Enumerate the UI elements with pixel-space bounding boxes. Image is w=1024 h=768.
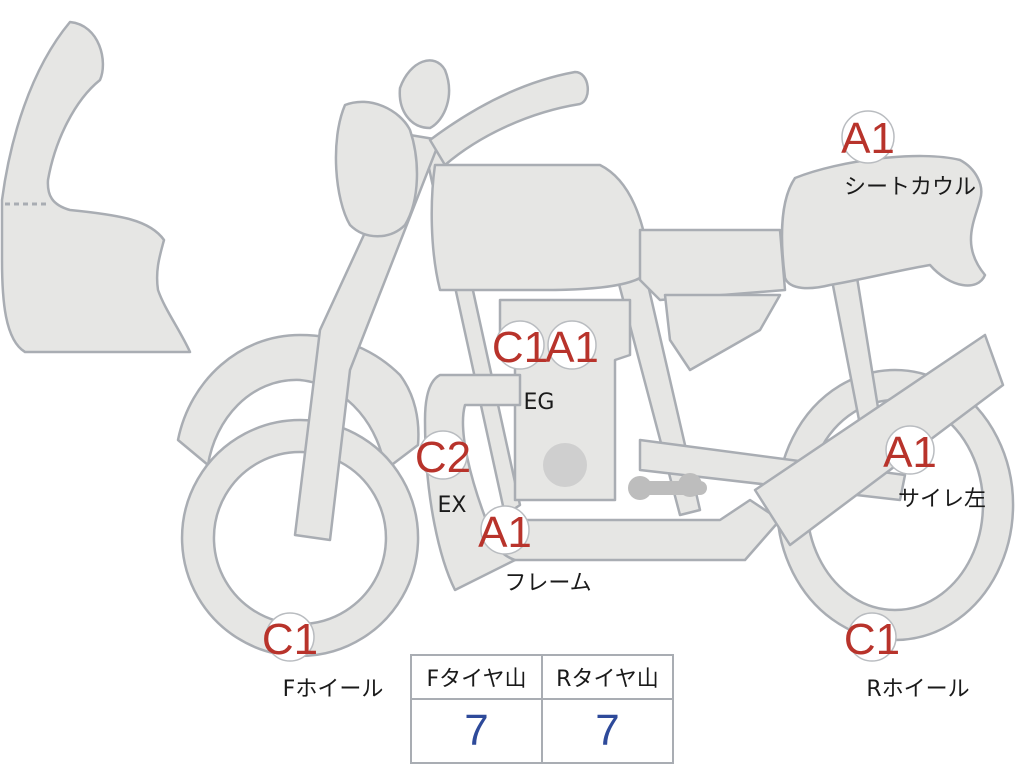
fuel-tank-shape — [430, 163, 652, 292]
seat-cowl-marker: A1 シートカウル — [841, 110, 976, 200]
tire-tread-table: Fタイヤ山 Rタイヤ山 7 7 — [410, 654, 674, 764]
exhaust-label: EX — [438, 493, 467, 518]
side-cover-left-marker: A1 サイレ左 — [883, 425, 986, 512]
engine-grade-secondary: A1 — [545, 323, 599, 372]
front-wheel-label: Fホイール — [283, 677, 384, 702]
front-wheel-grade: C1 — [262, 615, 318, 664]
engine-marker: C1 A1 EG — [492, 320, 599, 415]
exhaust-grade: C2 — [415, 433, 471, 482]
mirror-shape — [398, 59, 451, 130]
seat-cowl-grade: A1 — [841, 114, 895, 163]
exhaust-marker: C2 EX — [415, 430, 471, 518]
frame-label: フレーム — [504, 571, 591, 596]
rear-tire-value: 7 — [541, 698, 674, 764]
engine-label: EG — [524, 390, 555, 415]
frame-grade: A1 — [478, 508, 532, 557]
side-cover-left-grade: A1 — [883, 428, 937, 477]
rear-tire-header: Rタイヤ山 — [541, 654, 674, 700]
front-fender-shape — [176, 333, 420, 472]
side-cover-left-label: サイレ左 — [898, 487, 986, 512]
rear-wheel-label: Rホイール — [866, 677, 969, 702]
rear-wheel-marker: C1 Rホイール — [844, 612, 970, 702]
handlebar — [428, 70, 589, 167]
seat-shape — [638, 228, 787, 302]
seat-cowl-label: シートカウル — [844, 175, 976, 200]
seat-cowl-shape — [780, 154, 987, 290]
headlight-shape — [334, 100, 419, 238]
engine-grade: C1 — [492, 323, 548, 372]
front-tire-header: Fタイヤ山 — [410, 654, 543, 700]
frame-marker: A1 フレーム — [478, 505, 592, 596]
front-wheel-marker: C1 Fホイール — [262, 612, 384, 702]
front-tire-value: 7 — [410, 698, 543, 764]
rear-side-panel — [663, 293, 782, 372]
chain-adjuster-end — [628, 476, 652, 500]
rear-wheel-grade: C1 — [844, 615, 900, 664]
engine-cover-circle — [543, 443, 587, 487]
silencer-shape — [753, 333, 1005, 547]
front-cowl-shape — [0, 20, 192, 354]
chain-adjuster-end-2 — [678, 473, 702, 497]
